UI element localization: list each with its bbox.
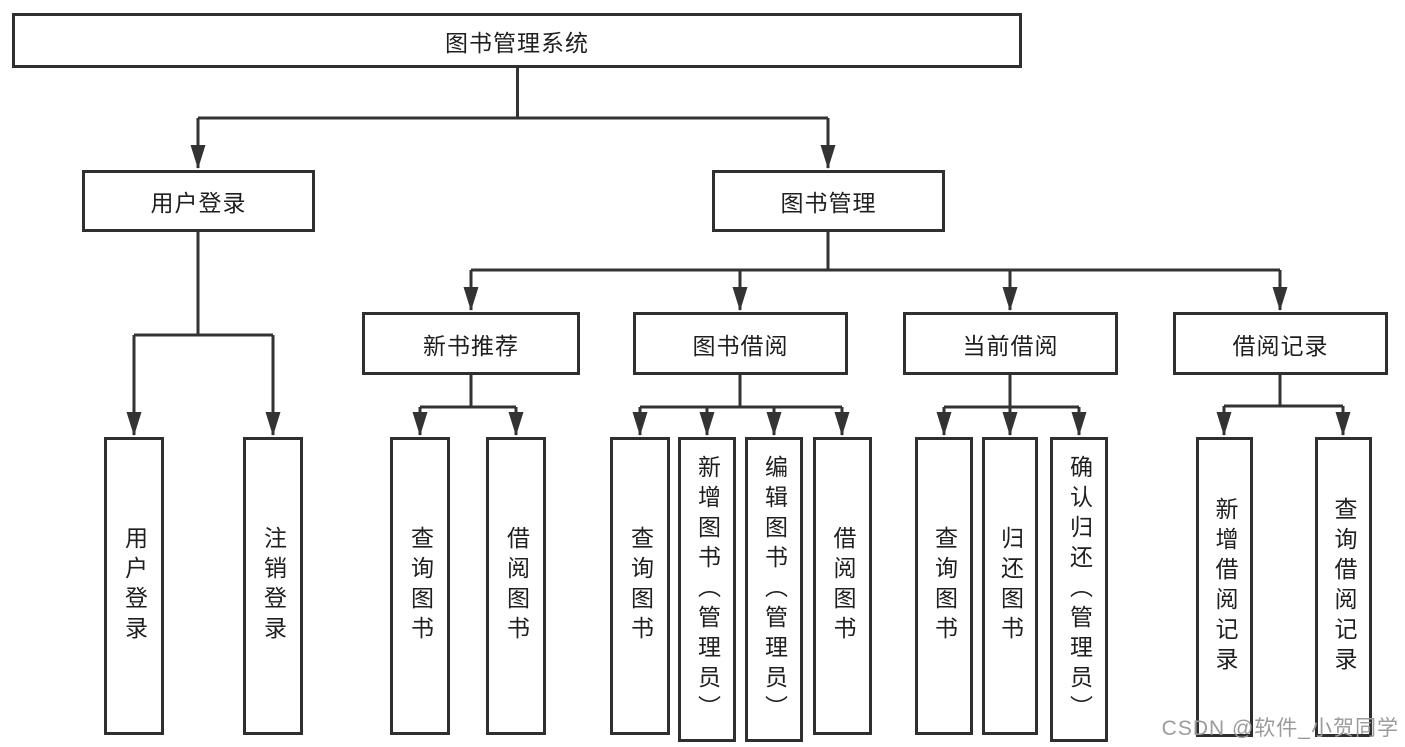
leaf-return-books: 归还图书 bbox=[982, 437, 1038, 735]
node-book-management: 图书管理 bbox=[712, 170, 945, 232]
leaf-return-books-label: 归还图书 bbox=[997, 526, 1024, 646]
node-book-borrowing: 图书借阅 bbox=[633, 312, 848, 375]
leaf-logout-label: 注销登录 bbox=[260, 526, 287, 646]
node-user-login: 用户登录 bbox=[82, 170, 315, 232]
node-borrowing-records: 借阅记录 bbox=[1173, 312, 1388, 375]
node-library-system: 图书管理系统 bbox=[12, 13, 1022, 68]
leaf-query-borrow-record: 查询借阅记录 bbox=[1315, 437, 1372, 737]
connector-book-mgmt-children bbox=[463, 232, 1288, 311]
leaf-query-books-borrow: 查询图书 bbox=[610, 437, 670, 735]
leaf-borrow-books: 借阅图书 bbox=[813, 437, 872, 735]
node-current-borrowing: 当前借阅 bbox=[903, 312, 1118, 375]
node-user-login-label: 用户登录 bbox=[150, 190, 247, 216]
leaf-borrow-books-recommend: 借阅图书 bbox=[486, 437, 546, 735]
leaf-edit-books-admin: 编辑图书（管理员） bbox=[745, 437, 803, 742]
leaf-confirm-return-admin-label: 确认归还（管理员） bbox=[1066, 454, 1093, 725]
leaf-query-books-borrow-label: 查询图书 bbox=[627, 526, 654, 646]
connector-new-book-children bbox=[412, 375, 524, 436]
node-new-book-recommend: 新书推荐 bbox=[362, 312, 580, 375]
leaf-query-books-current: 查询图书 bbox=[915, 437, 973, 735]
leaf-logout: 注销登录 bbox=[243, 437, 303, 735]
leaf-query-books-current-label: 查询图书 bbox=[931, 526, 958, 646]
node-new-book-recommend-label: 新书推荐 bbox=[423, 332, 519, 359]
leaf-user-login: 用户登录 bbox=[104, 437, 164, 735]
connector-user-login-children bbox=[126, 232, 281, 436]
leaf-user-login-label: 用户登录 bbox=[121, 526, 148, 646]
leaf-confirm-return-admin: 确认归还（管理员） bbox=[1050, 437, 1108, 742]
node-borrowing-records-label: 借阅记录 bbox=[1232, 332, 1329, 359]
node-library-system-label: 图书管理系统 bbox=[445, 29, 589, 56]
node-book-management-label: 图书管理 bbox=[780, 190, 877, 216]
node-current-borrowing-label: 当前借阅 bbox=[962, 332, 1059, 359]
connector-borrow-records-children bbox=[1216, 375, 1351, 436]
leaf-add-books-admin-label: 新增图书（管理员） bbox=[694, 454, 721, 725]
leaf-add-borrow-record-label: 新增借阅记录 bbox=[1212, 497, 1238, 677]
leaf-borrow-books-recommend-label: 借阅图书 bbox=[503, 526, 530, 646]
connector-current-borrow-children bbox=[936, 375, 1087, 436]
leaf-query-books-recommend: 查询图书 bbox=[390, 437, 450, 735]
connector-book-borrow-children bbox=[632, 375, 850, 436]
csdn-watermark: CSDN @软件_小贺同学 bbox=[1161, 717, 1399, 740]
leaf-edit-books-admin-label: 编辑图书（管理员） bbox=[761, 454, 788, 725]
node-book-borrowing-label: 图书借阅 bbox=[692, 332, 789, 359]
leaf-add-borrow-record: 新增借阅记录 bbox=[1196, 437, 1253, 737]
connector-root-to-level2 bbox=[190, 68, 836, 169]
leaf-add-books-admin: 新增图书（管理员） bbox=[678, 437, 736, 742]
leaf-query-borrow-record-label: 查询借阅记录 bbox=[1331, 497, 1357, 677]
leaf-borrow-books-label: 借阅图书 bbox=[830, 526, 856, 646]
leaf-query-books-recommend-label: 查询图书 bbox=[407, 526, 434, 646]
